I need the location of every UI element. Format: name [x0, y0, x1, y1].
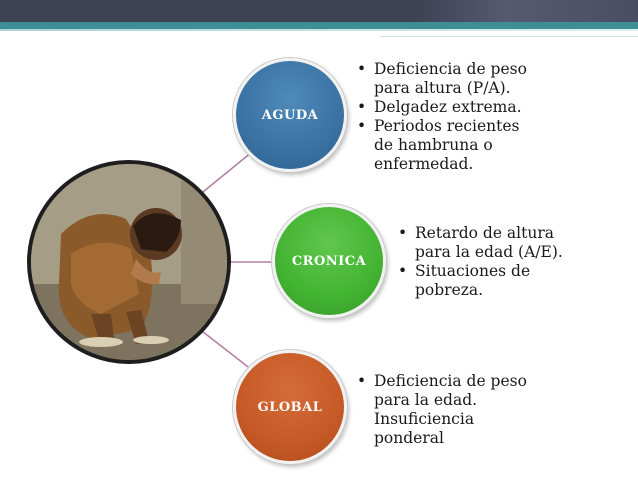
cronica-bullet: Retardo de altura para la edad (A/E). [398, 224, 588, 262]
aguda-bullet: Delgadez extrema. [357, 98, 542, 117]
global-bullet-list: Deficiencia de peso para la edad. Insufi… [357, 372, 542, 448]
child-photo-illustration [31, 164, 227, 360]
header-bar-accent [418, 0, 638, 22]
node-aguda: AGUDA [233, 58, 347, 172]
aguda-bullet: Periodos recientes de hambruna o enferme… [357, 117, 542, 174]
cronica-bullet: Situaciones de pobreza. [398, 262, 588, 300]
header-stripe [0, 22, 638, 29]
aguda-bullet-list: Deficiencia de peso para altura (P/A). D… [357, 60, 542, 174]
node-cronica: CRONICA [272, 204, 386, 318]
node-global: GLOBAL [233, 350, 347, 464]
header-line [0, 29, 638, 31]
node-aguda-label: AGUDA [261, 107, 319, 123]
node-global-label: GLOBAL [257, 399, 323, 415]
cronica-bullet-list: Retardo de altura para la edad (A/E). Si… [398, 224, 588, 300]
header-hairline [380, 36, 638, 37]
node-cronica-label: CRONICA [291, 253, 367, 269]
child-photo [27, 160, 231, 364]
aguda-bullet: Deficiencia de peso para altura (P/A). [357, 60, 542, 98]
global-bullet: Deficiencia de peso para la edad. Insufi… [357, 372, 542, 448]
